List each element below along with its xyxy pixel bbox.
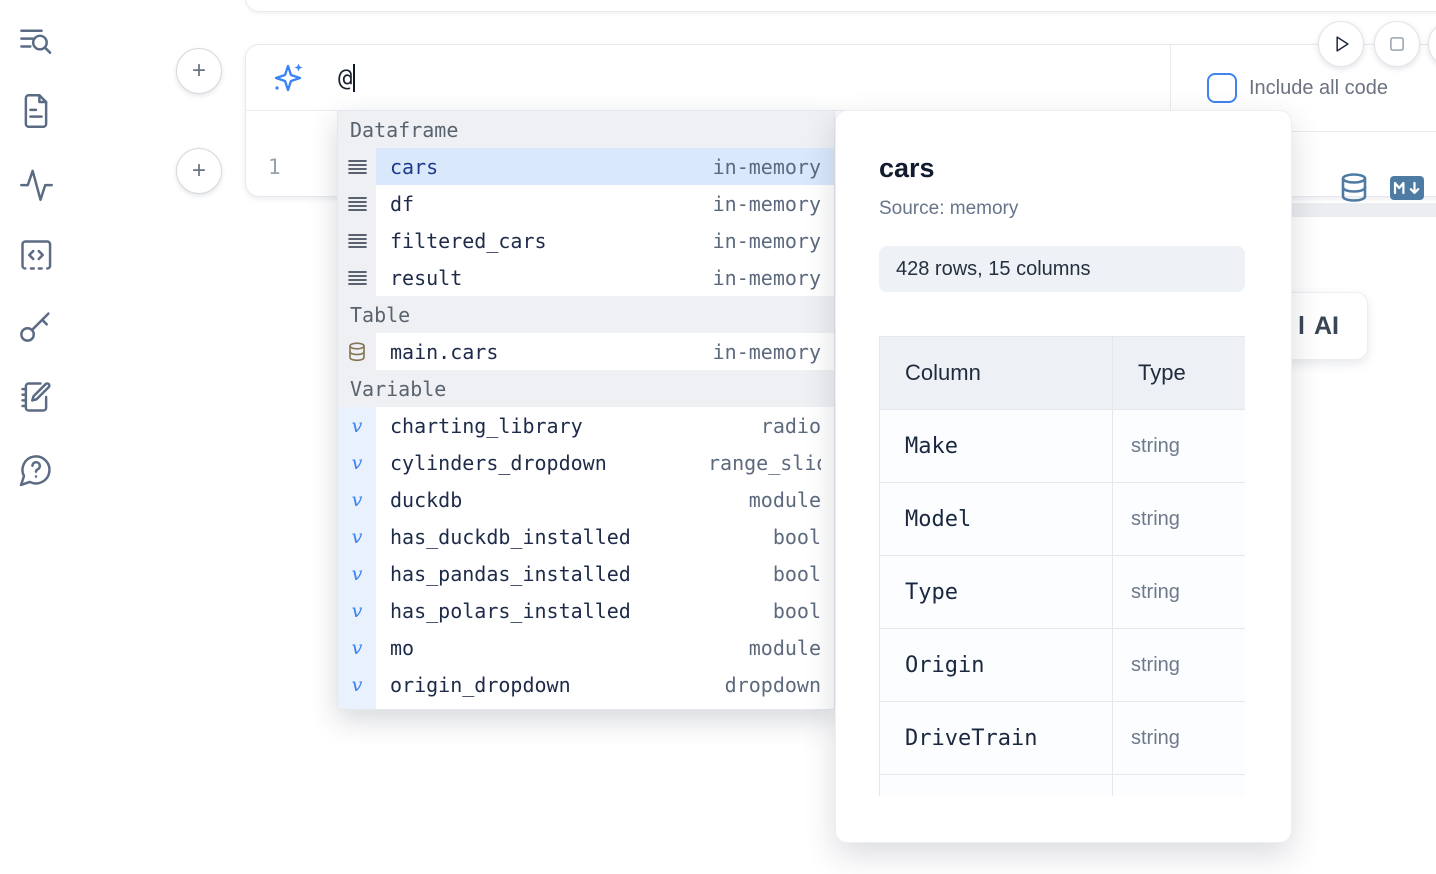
table-database-icon: [338, 333, 376, 370]
column-header: Column: [879, 336, 1113, 410]
table-row: Make string: [879, 409, 1245, 483]
variable-icon: v: [338, 518, 376, 555]
dataframe-rows-icon: [338, 185, 376, 222]
table-row: DriveTrain string: [879, 701, 1245, 775]
dataframe-preview-card: cars Source: memory 428 rows, 15 columns…: [835, 110, 1292, 843]
dataframe-rows-icon: [338, 222, 376, 259]
type-header: Type: [1112, 336, 1245, 410]
variable-icon: v: [338, 629, 376, 666]
preview-shape-badge: 428 rows, 15 columns: [879, 246, 1245, 292]
dataframe-rows-icon: [338, 259, 376, 296]
line-number: 1: [268, 155, 281, 179]
section-header-table: Table: [338, 296, 834, 333]
play-icon: [1336, 36, 1349, 52]
table-header-row: Column Type: [879, 336, 1245, 410]
code-editor[interactable]: 1: [246, 112, 1436, 202]
stop-icon: [1390, 37, 1404, 51]
notebook-pen-icon[interactable]: [18, 379, 54, 415]
activity-icon[interactable]: [18, 166, 54, 202]
run-cell-button[interactable]: [1318, 21, 1364, 67]
table-row-partial: [879, 774, 1245, 796]
database-icon[interactable]: [1338, 172, 1370, 204]
sparkles-icon: [274, 63, 303, 91]
list-search-icon[interactable]: [18, 24, 54, 60]
section-header-dataframe: Dataframe: [338, 111, 834, 148]
variable-icon: v: [338, 666, 376, 703]
text-caret: [353, 63, 356, 92]
include-all-code-checkbox[interactable]: [1207, 73, 1237, 103]
autocomplete-item-pd[interactable]: v pdmodule: [338, 703, 834, 709]
variable-icon: v: [338, 555, 376, 592]
code-square-icon[interactable]: [18, 237, 54, 273]
ai-prompt-input[interactable]: @: [246, 45, 1170, 111]
variable-icon: v: [338, 703, 376, 709]
table-row: Type string: [879, 555, 1245, 629]
add-cell-below-button[interactable]: +: [176, 148, 222, 194]
preview-source: Source: memory: [879, 198, 1019, 219]
previous-cell-edge: [245, 0, 1436, 12]
variable-icon: v: [338, 592, 376, 629]
section-header-variable: Variable: [338, 370, 834, 407]
markdown-icon[interactable]: [1390, 176, 1424, 200]
table-row: Model string: [879, 482, 1245, 556]
ai-button-label: AI: [1314, 311, 1339, 340]
preview-schema-table: Column Type Make string Model string Typ…: [879, 336, 1245, 796]
include-all-code-label: Include all code: [1249, 76, 1388, 99]
preview-title: cars: [879, 153, 935, 183]
variable-icon: v: [338, 407, 376, 444]
key-icon[interactable]: [18, 308, 54, 344]
add-cell-above-button[interactable]: +: [176, 48, 222, 94]
ai-button-partial-text: l: [1298, 311, 1305, 340]
ai-prompt-value: @: [338, 63, 353, 92]
sidebar: [0, 0, 72, 874]
variable-icon: v: [338, 444, 376, 481]
file-text-icon[interactable]: [18, 93, 54, 129]
table-row: Origin string: [879, 628, 1245, 702]
dataframe-rows-icon: [338, 148, 376, 185]
help-chat-icon[interactable]: [18, 452, 54, 488]
variable-icon: v: [338, 481, 376, 518]
include-all-code-panel: Include all code: [1170, 45, 1436, 132]
stop-cell-button[interactable]: [1374, 21, 1420, 67]
